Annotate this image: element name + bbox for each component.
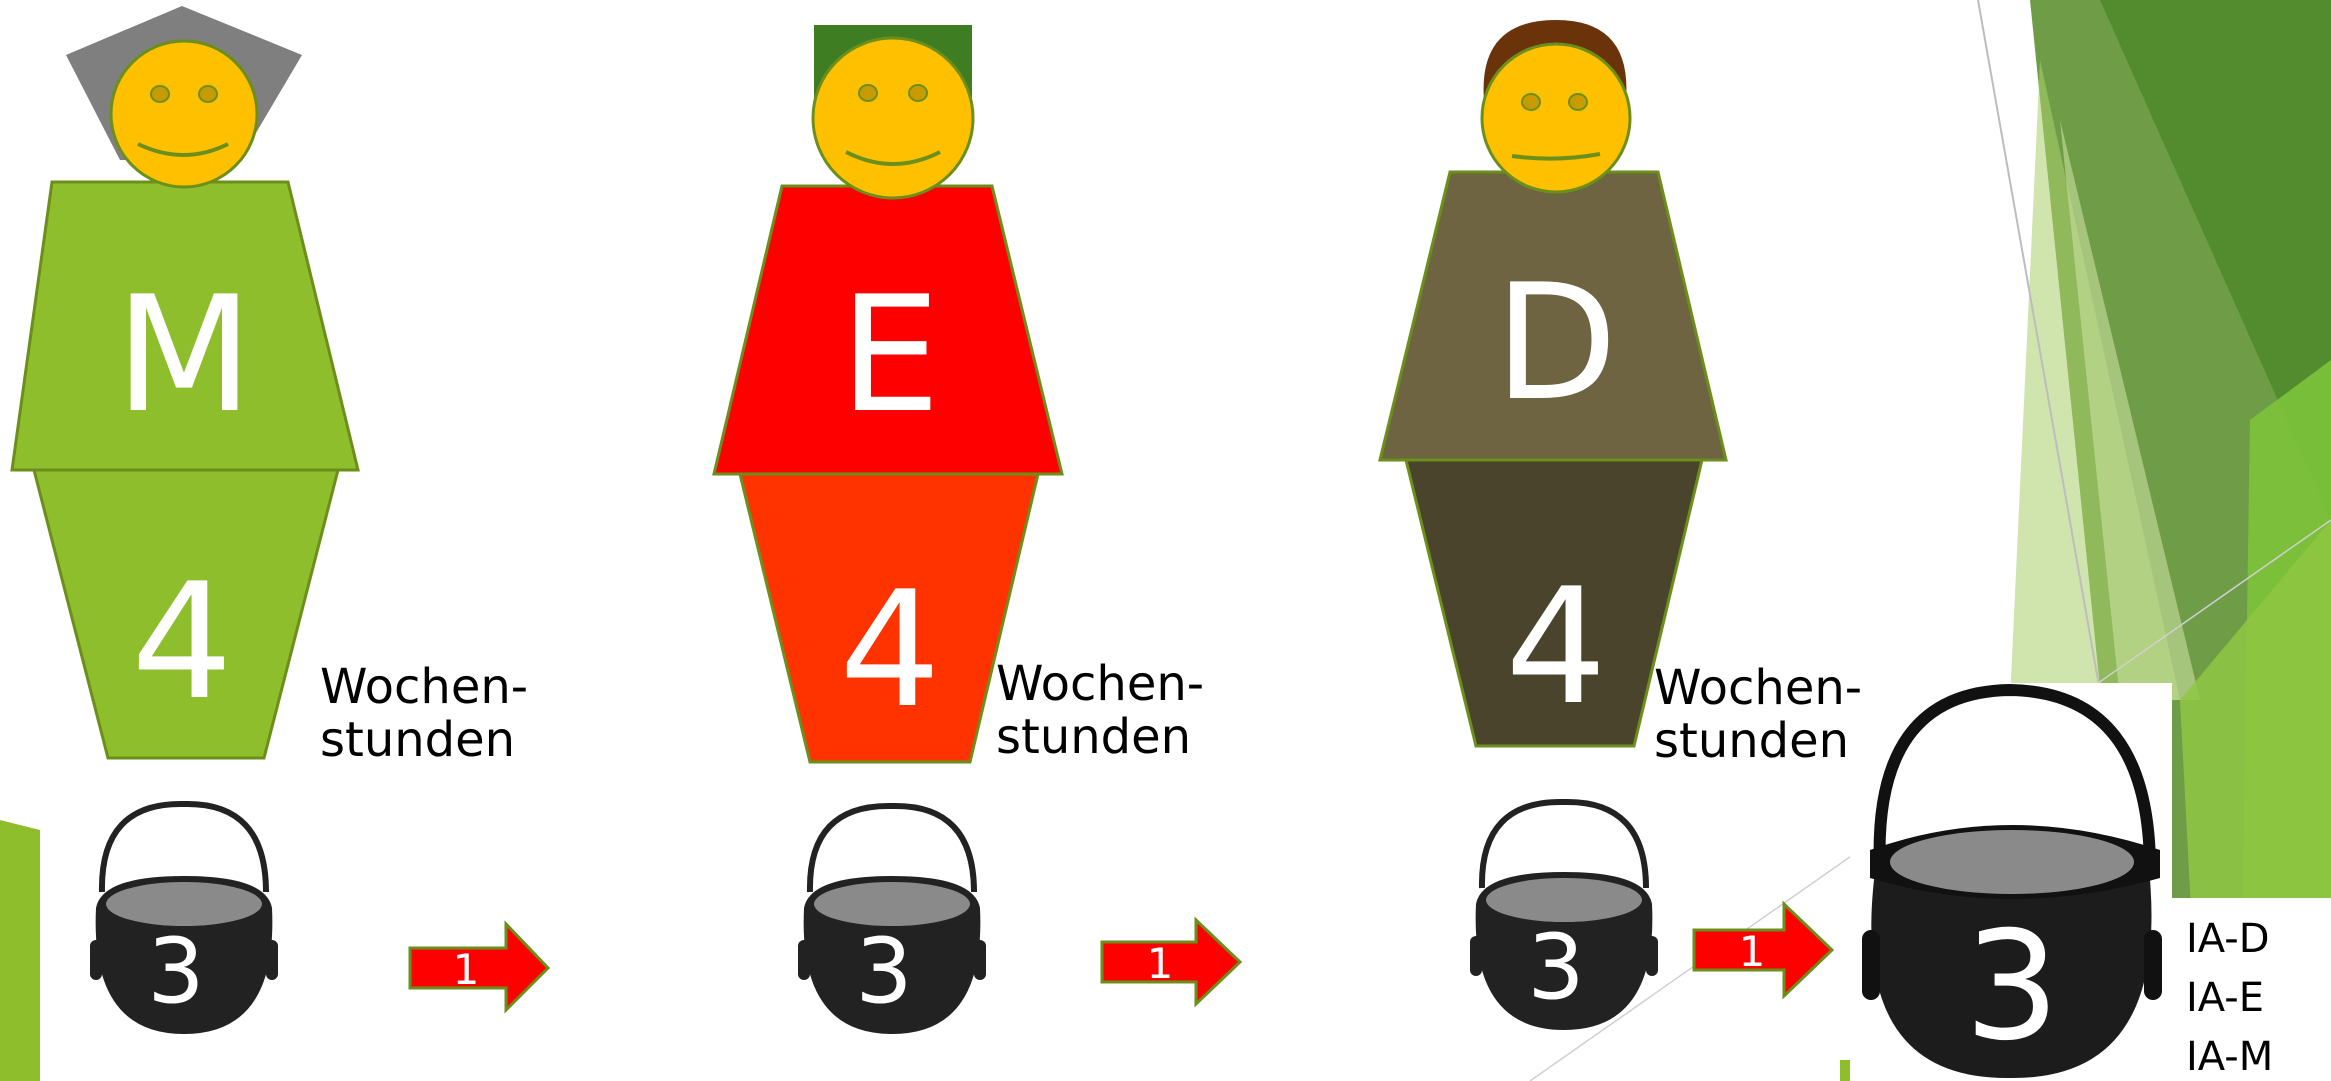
- big-pot-number: 3: [1964, 900, 2059, 1074]
- hours-label-line2: stunden: [320, 712, 515, 768]
- label-backdrop: [2172, 898, 2331, 1081]
- torso-bottom: [1404, 458, 1704, 748]
- pot-icon: [798, 802, 986, 1034]
- figure-e: E 4 Wochen- stunden 3 1: [712, 25, 1243, 1034]
- hours-number: 4: [839, 556, 941, 743]
- arrow-number: 1: [1147, 939, 1174, 988]
- big-pot-icon: [1862, 683, 2162, 1079]
- pot-icon: [1470, 798, 1658, 1030]
- subject-letter: E: [839, 261, 940, 448]
- hours-label-line1: Wochen-: [320, 659, 528, 715]
- pot-number: 3: [1527, 915, 1584, 1020]
- arrow-number: 1: [453, 945, 480, 994]
- class-label-d: IA-D: [2186, 916, 2270, 962]
- hours-label-line1: Wochen-: [996, 656, 1204, 712]
- figure-d: D 4 Wochen- stunden 3 1: [1378, 20, 1862, 1030]
- subject-letter: D: [1494, 249, 1617, 436]
- arrow-icon: [408, 920, 551, 1014]
- arrow-icon: [1692, 900, 1835, 1000]
- torso-bottom: [738, 472, 1040, 764]
- class-label-e: IA-E: [2186, 975, 2264, 1021]
- hours-label-line1: Wochen-: [1654, 660, 1862, 716]
- face-icon: [1480, 42, 1632, 194]
- pot-number: 3: [147, 919, 204, 1024]
- figure-m: M 4 Wochen- stunden 3 1: [10, 6, 551, 1034]
- hours-number: 4: [1505, 553, 1607, 740]
- hours-label-line2: stunden: [1654, 713, 1849, 769]
- class-label-m: IA-M: [2186, 1034, 2273, 1080]
- face-icon: [109, 39, 259, 189]
- hours-label-line2: stunden: [996, 709, 1191, 765]
- left-green-accent: [0, 820, 40, 1081]
- pot-number: 3: [855, 919, 912, 1024]
- arrow-icon: [1100, 916, 1243, 1008]
- hours-number: 4: [131, 548, 233, 735]
- face-icon: [811, 36, 975, 200]
- subject-letter: M: [115, 261, 253, 448]
- torso-bottom: [32, 468, 340, 760]
- pot-icon: [90, 800, 278, 1034]
- arrow-number: 1: [1739, 927, 1766, 976]
